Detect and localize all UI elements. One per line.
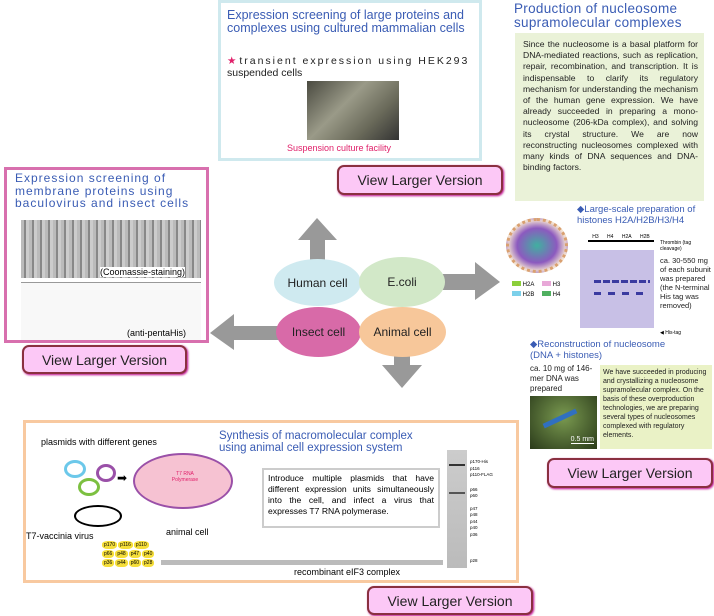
complex-title: Synthesis of macromolecular complex usin…	[219, 430, 413, 454]
coomassie-label: (Coomassie-staining)	[100, 267, 186, 277]
subunit: p36	[102, 559, 115, 567]
scale-bar-label: 0.5 mm	[570, 436, 594, 444]
virus-icon	[74, 505, 122, 527]
eif3-subunits: p170 p116 p110 p66 p48 p47 p40 p36 p44 p…	[102, 541, 160, 567]
animal-cell-label: animal cell	[166, 527, 209, 537]
nucleosome-description: Since the nucleosome is a basal platform…	[515, 33, 704, 201]
legend-h2a: H2A	[512, 281, 542, 288]
insect-cell: Insect cell	[276, 307, 361, 357]
his-tag-label: ◀ His-tag	[660, 330, 682, 336]
anti-his-blot	[21, 282, 201, 340]
description-box: Introduce multiple plasmids that have di…	[262, 468, 440, 528]
product-arrow	[161, 560, 443, 565]
animal-cell-diagram: T7 RNA Polymerase	[133, 453, 233, 509]
complex-panel: Synthesis of macromolecular complex usin…	[23, 420, 519, 583]
legend-h2b: H2B	[512, 291, 542, 298]
subunit: p60	[128, 559, 142, 567]
arrow-down	[382, 350, 422, 388]
dna-text: ca. 10 mg of 146-mer DNA was prepared	[530, 364, 593, 393]
note-spaced: transient expression using HEK293	[239, 55, 470, 67]
lane-h2b: H2B	[640, 234, 650, 240]
subunit: p110	[133, 541, 149, 549]
nucleosome-view-larger-button[interactable]: View Larger Version	[547, 458, 713, 488]
arrow-up	[298, 218, 337, 260]
histone-heading: ◆Large-scale preparation of histones H2A…	[577, 204, 696, 226]
legend-h4: H4	[542, 291, 572, 298]
histone-gel	[580, 250, 654, 328]
animal-cell: Animal cell	[359, 307, 446, 357]
product-label: recombinant eIF3 complex	[294, 567, 401, 577]
membrane-view-larger-button[interactable]: View Larger Version	[22, 345, 187, 374]
eif3-gel	[447, 450, 467, 568]
culture-facility-photo	[307, 81, 399, 140]
subunit: p40	[142, 550, 155, 558]
mammalian-title: Expression screening of large proteins a…	[227, 8, 465, 35]
legend-h3: H3	[542, 281, 572, 288]
histone-legend: H2A H3 H2B H4	[512, 281, 572, 298]
direction-arrows	[210, 218, 500, 388]
arrow-left	[210, 314, 280, 350]
note-rest: suspended cells	[227, 67, 303, 79]
ecoli-cell: E.coli	[359, 257, 445, 307]
arrow-right	[442, 262, 500, 300]
reconstruction-heading: ◆Reconstruction of nucleosome (DNA + his…	[530, 339, 666, 361]
star-icon: ★	[227, 55, 237, 67]
subunit: p44	[115, 559, 128, 567]
mammalian-note: ★ transient expression using HEK293 susp…	[227, 55, 479, 79]
complex-view-larger-button[interactable]: View Larger Version	[367, 586, 533, 615]
nucleosome-title: Production of nucleosome supramolecular …	[514, 1, 682, 30]
plasmid-icons	[64, 460, 120, 500]
virus-label: T7-vaccinia virus	[26, 531, 94, 541]
membrane-panel: Expression screening of membrane protein…	[4, 167, 209, 343]
photo-caption: Suspension culture facility	[287, 143, 392, 153]
thrombin-note: Thrombin (tag cleavage)	[660, 240, 692, 252]
crystal-photo: 0.5 mm	[530, 396, 597, 449]
histone-gel-lanes: H3 H4 H2A H2B	[588, 234, 654, 242]
mammalian-view-larger-button[interactable]: View Larger Version	[337, 165, 503, 195]
subunit: p48	[115, 550, 128, 558]
human-cell: Human cell	[274, 259, 361, 306]
reconstruction-text: We have succeeded in producing and cryst…	[600, 365, 712, 449]
anti-his-label: (anti-pentaHis)	[127, 328, 187, 338]
subunit: p116	[118, 541, 133, 549]
nucleosome-structure-image	[506, 218, 568, 273]
histone-yield-text: ca. 30-550 mg of each subunit was prepar…	[660, 256, 711, 310]
subunit: p170	[102, 541, 118, 549]
plasmids-label: plasmids with different genes	[41, 437, 157, 447]
lane-h4: H4	[607, 234, 614, 240]
lane-h2a: H2A	[621, 234, 632, 240]
polymerase-label: T7 RNA Polymerase	[171, 471, 199, 483]
subunit: p66	[102, 550, 115, 558]
subunit: p28	[142, 559, 155, 567]
subunit: p47	[128, 550, 142, 558]
lane-h3: H3	[592, 234, 599, 240]
arrow-right-icon: ➡	[117, 471, 128, 485]
mammalian-panel: Expression screening of large proteins a…	[218, 0, 482, 161]
membrane-title: Expression screening of membrane protein…	[15, 171, 190, 210]
